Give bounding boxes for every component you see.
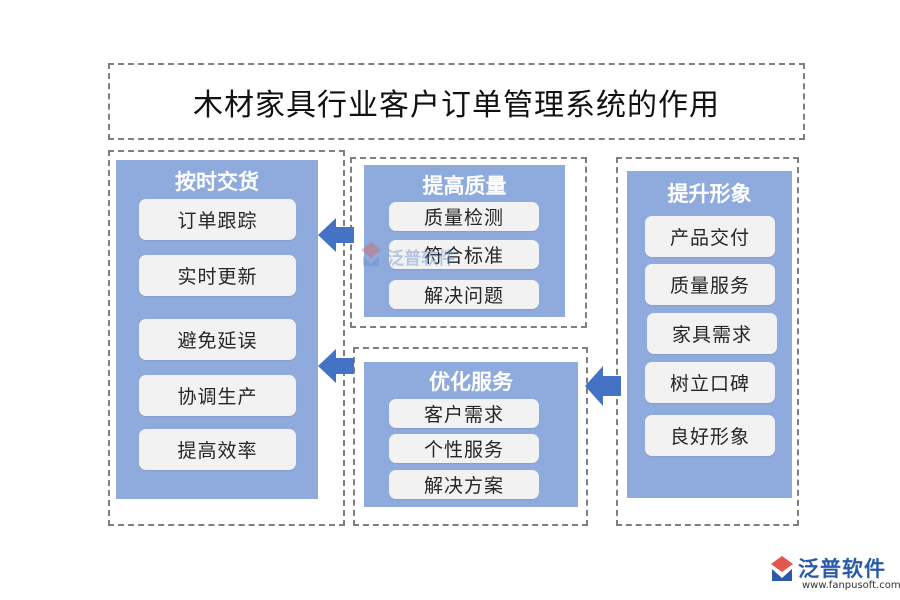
item-personalized-service: 个性服务 bbox=[389, 434, 539, 463]
left-frame bbox=[108, 150, 345, 526]
logo-name: 泛普软件 bbox=[798, 557, 886, 581]
watermark: 泛普软件 bbox=[357, 238, 467, 280]
item-meet-standards: 符合标准 bbox=[389, 240, 539, 269]
item-solve-problems: 解决问题 bbox=[389, 280, 539, 309]
item-coordinate-production: 协调生产 bbox=[139, 375, 296, 416]
fanpu-logo-icon bbox=[771, 556, 793, 581]
item-quality-service: 质量服务 bbox=[645, 264, 775, 305]
right-frame bbox=[616, 157, 799, 526]
title-frame bbox=[108, 63, 805, 140]
item-good-image: 良好形象 bbox=[645, 415, 775, 456]
item-solutions: 解决方案 bbox=[389, 470, 539, 499]
diagram-title: 木材家具行业客户订单管理系统的作用 bbox=[193, 87, 720, 123]
item-customer-needs: 客户需求 bbox=[389, 399, 539, 428]
item-order-tracking: 订单跟踪 bbox=[139, 199, 296, 240]
item-build-reputation: 树立口碑 bbox=[645, 362, 775, 403]
fanpu-logo-icon bbox=[361, 242, 381, 266]
item-realtime-update: 实时更新 bbox=[139, 255, 296, 296]
item-improve-efficiency: 提高效率 bbox=[139, 429, 296, 470]
arrow-left-icon bbox=[318, 349, 354, 383]
panel-heading: 提高质量 bbox=[422, 174, 507, 198]
watermark-text: 泛普软件 bbox=[387, 249, 455, 269]
panel-heading: 按时交货 bbox=[175, 170, 259, 194]
panel-heading: 提升形象 bbox=[667, 182, 752, 206]
item-product-delivery: 产品交付 bbox=[645, 216, 775, 257]
middle-bottom-frame bbox=[353, 347, 588, 526]
brand-logo: 泛普软件 www.fanpusoft.com bbox=[768, 553, 900, 595]
item-furniture-needs: 家具需求 bbox=[647, 313, 777, 354]
item-quality-inspection: 质量检测 bbox=[389, 202, 539, 231]
item-avoid-delay: 避免延误 bbox=[139, 319, 296, 360]
arrow-left-icon bbox=[585, 366, 621, 406]
panel-heading: 优化服务 bbox=[429, 370, 513, 394]
arrow-left-icon bbox=[318, 218, 354, 252]
logo-url: www.fanpusoft.com bbox=[802, 580, 900, 591]
